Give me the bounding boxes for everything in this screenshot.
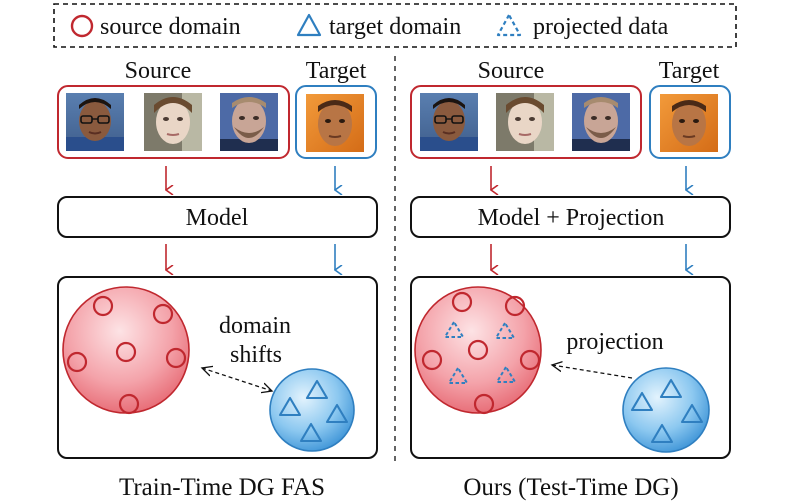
legend-projected-label: projected data	[533, 14, 669, 40]
source-samples	[421, 291, 541, 415]
projected-data-icon	[496, 13, 522, 37]
left-model-box	[57, 196, 378, 238]
source-domain-cluster	[414, 286, 542, 414]
source-samples	[66, 295, 187, 415]
target-domain-cluster	[622, 367, 710, 453]
target-domain-icon	[296, 13, 322, 37]
left-panel: Source Target Model	[57, 58, 378, 501]
domain-shift-arrow	[202, 368, 272, 391]
target-samples	[630, 378, 704, 444]
face-photo-icon	[420, 93, 478, 151]
legend-source-label: source domain	[100, 14, 241, 40]
right-target-title: Target	[659, 58, 720, 84]
source-domain-icon	[70, 14, 94, 38]
left-source-title: Source	[125, 58, 192, 84]
face-photo-icon	[306, 94, 364, 152]
right-model-box	[410, 196, 731, 238]
left-annotation-line2: shifts	[230, 342, 282, 368]
projected-samples	[444, 321, 516, 384]
face-photo-icon	[496, 93, 554, 151]
right-source-title: Source	[478, 58, 545, 84]
legend-box	[53, 3, 737, 48]
face-photo-icon	[66, 93, 124, 151]
right-caption: Ours (Test-Time DG)	[463, 474, 678, 501]
right-model-label: Model + Projection	[478, 205, 665, 231]
left-target-title: Target	[306, 58, 367, 84]
face-photo-icon	[220, 93, 278, 151]
right-annotation: projection	[566, 329, 663, 355]
left-annotation-line1: domain	[219, 313, 291, 339]
face-photo-icon	[144, 93, 202, 151]
left-caption: Train-Time DG FAS	[119, 474, 325, 501]
right-target-box	[649, 85, 731, 159]
right-panel: Source Target Model + Projection	[410, 58, 731, 501]
target-samples	[278, 379, 349, 443]
face-photo-icon	[660, 94, 718, 152]
left-target-box	[295, 85, 377, 159]
left-model-label: Model	[186, 205, 249, 231]
target-domain-cluster	[269, 368, 355, 452]
right-source-box	[410, 85, 642, 159]
left-source-box	[57, 85, 290, 159]
face-photo-icon	[572, 93, 630, 151]
legend-target-label: target domain	[329, 14, 461, 40]
